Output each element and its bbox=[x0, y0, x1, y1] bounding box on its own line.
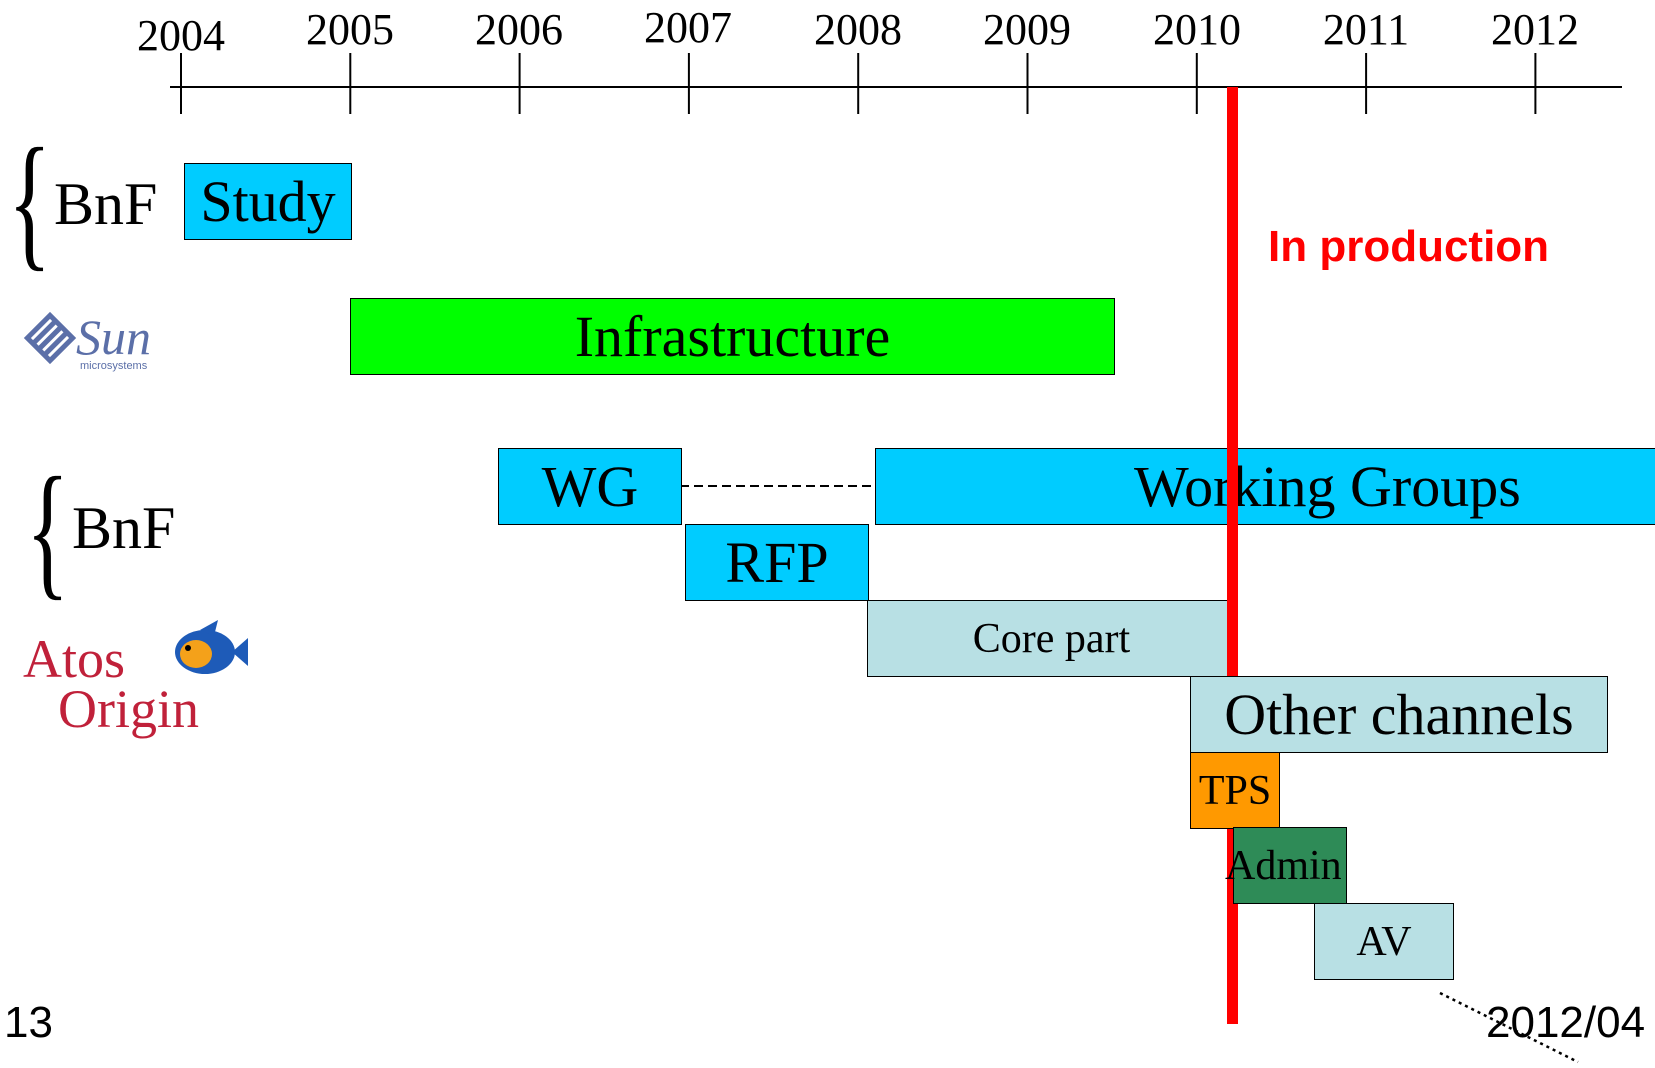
av-bar: AV bbox=[1314, 903, 1454, 980]
year-label-2011: 2011 bbox=[1322, 5, 1410, 54]
study-bar-label: Study bbox=[200, 169, 336, 234]
tps-bar-label: TPS bbox=[1198, 767, 1272, 814]
bnf-brace-bottom: { bbox=[26, 447, 70, 613]
year-label-2010: 2010 bbox=[1153, 5, 1241, 54]
study-bar: Study bbox=[184, 163, 352, 240]
bnf-label-top: BnF bbox=[54, 171, 158, 237]
rfp-bar-label: RFP bbox=[725, 530, 829, 595]
working-groups-bar: Working Groups bbox=[875, 448, 1655, 525]
in-production-label: In production bbox=[1268, 222, 1550, 271]
year-label-2006: 2006 bbox=[475, 5, 563, 54]
year-label-2009: 2009 bbox=[983, 5, 1071, 54]
sun-logo-icon bbox=[23, 311, 77, 365]
bnf-label-bottom: BnF bbox=[72, 495, 176, 561]
bnf-brace-top: { bbox=[8, 118, 52, 284]
wg-bar: WG bbox=[498, 448, 682, 525]
working-groups-bar-label: Working Groups bbox=[1134, 454, 1521, 519]
year-label-2012: 2012 bbox=[1491, 5, 1579, 54]
year-label-2007: 2007 bbox=[644, 3, 732, 52]
admin-bar: Admin bbox=[1225, 827, 1347, 904]
atos-origin-logo: Atos Origin bbox=[20, 612, 260, 752]
year-label-2004: 2004 bbox=[137, 11, 225, 60]
in-production-line bbox=[1227, 87, 1238, 1024]
rfp-bar: RFP bbox=[685, 524, 869, 601]
sun-logo-text: Sun bbox=[76, 309, 151, 365]
fish-icon bbox=[175, 620, 248, 674]
core-part-bar-label: Core part bbox=[972, 615, 1131, 662]
continuation-dotted-line bbox=[1439, 991, 1579, 1064]
sun-logo-subtext: microsystems bbox=[80, 360, 148, 372]
page-number: 13 bbox=[4, 998, 53, 1047]
admin-bar-label: Admin bbox=[1225, 843, 1342, 889]
other-channels-bar: Other channels bbox=[1190, 676, 1608, 753]
core-part-bar: Core part bbox=[867, 600, 1236, 677]
footer-date: 2012/04 bbox=[1486, 998, 1646, 1047]
year-label-2008: 2008 bbox=[814, 5, 902, 54]
atos-logo-text: Atos bbox=[23, 629, 126, 689]
tps-bar: TPS bbox=[1190, 752, 1280, 829]
other-channels-bar-label: Other channels bbox=[1224, 682, 1574, 747]
infrastructure-bar: Infrastructure bbox=[350, 298, 1115, 375]
origin-logo-text: Origin bbox=[58, 679, 199, 739]
year-label-2005: 2005 bbox=[306, 5, 394, 54]
av-bar-label: AV bbox=[1356, 918, 1412, 965]
wg-bar-label: WG bbox=[541, 454, 639, 519]
infrastructure-bar-label: Infrastructure bbox=[574, 304, 891, 369]
timeline-ticks bbox=[180, 53, 1537, 114]
sun-logo: Sun microsystems bbox=[20, 308, 170, 378]
